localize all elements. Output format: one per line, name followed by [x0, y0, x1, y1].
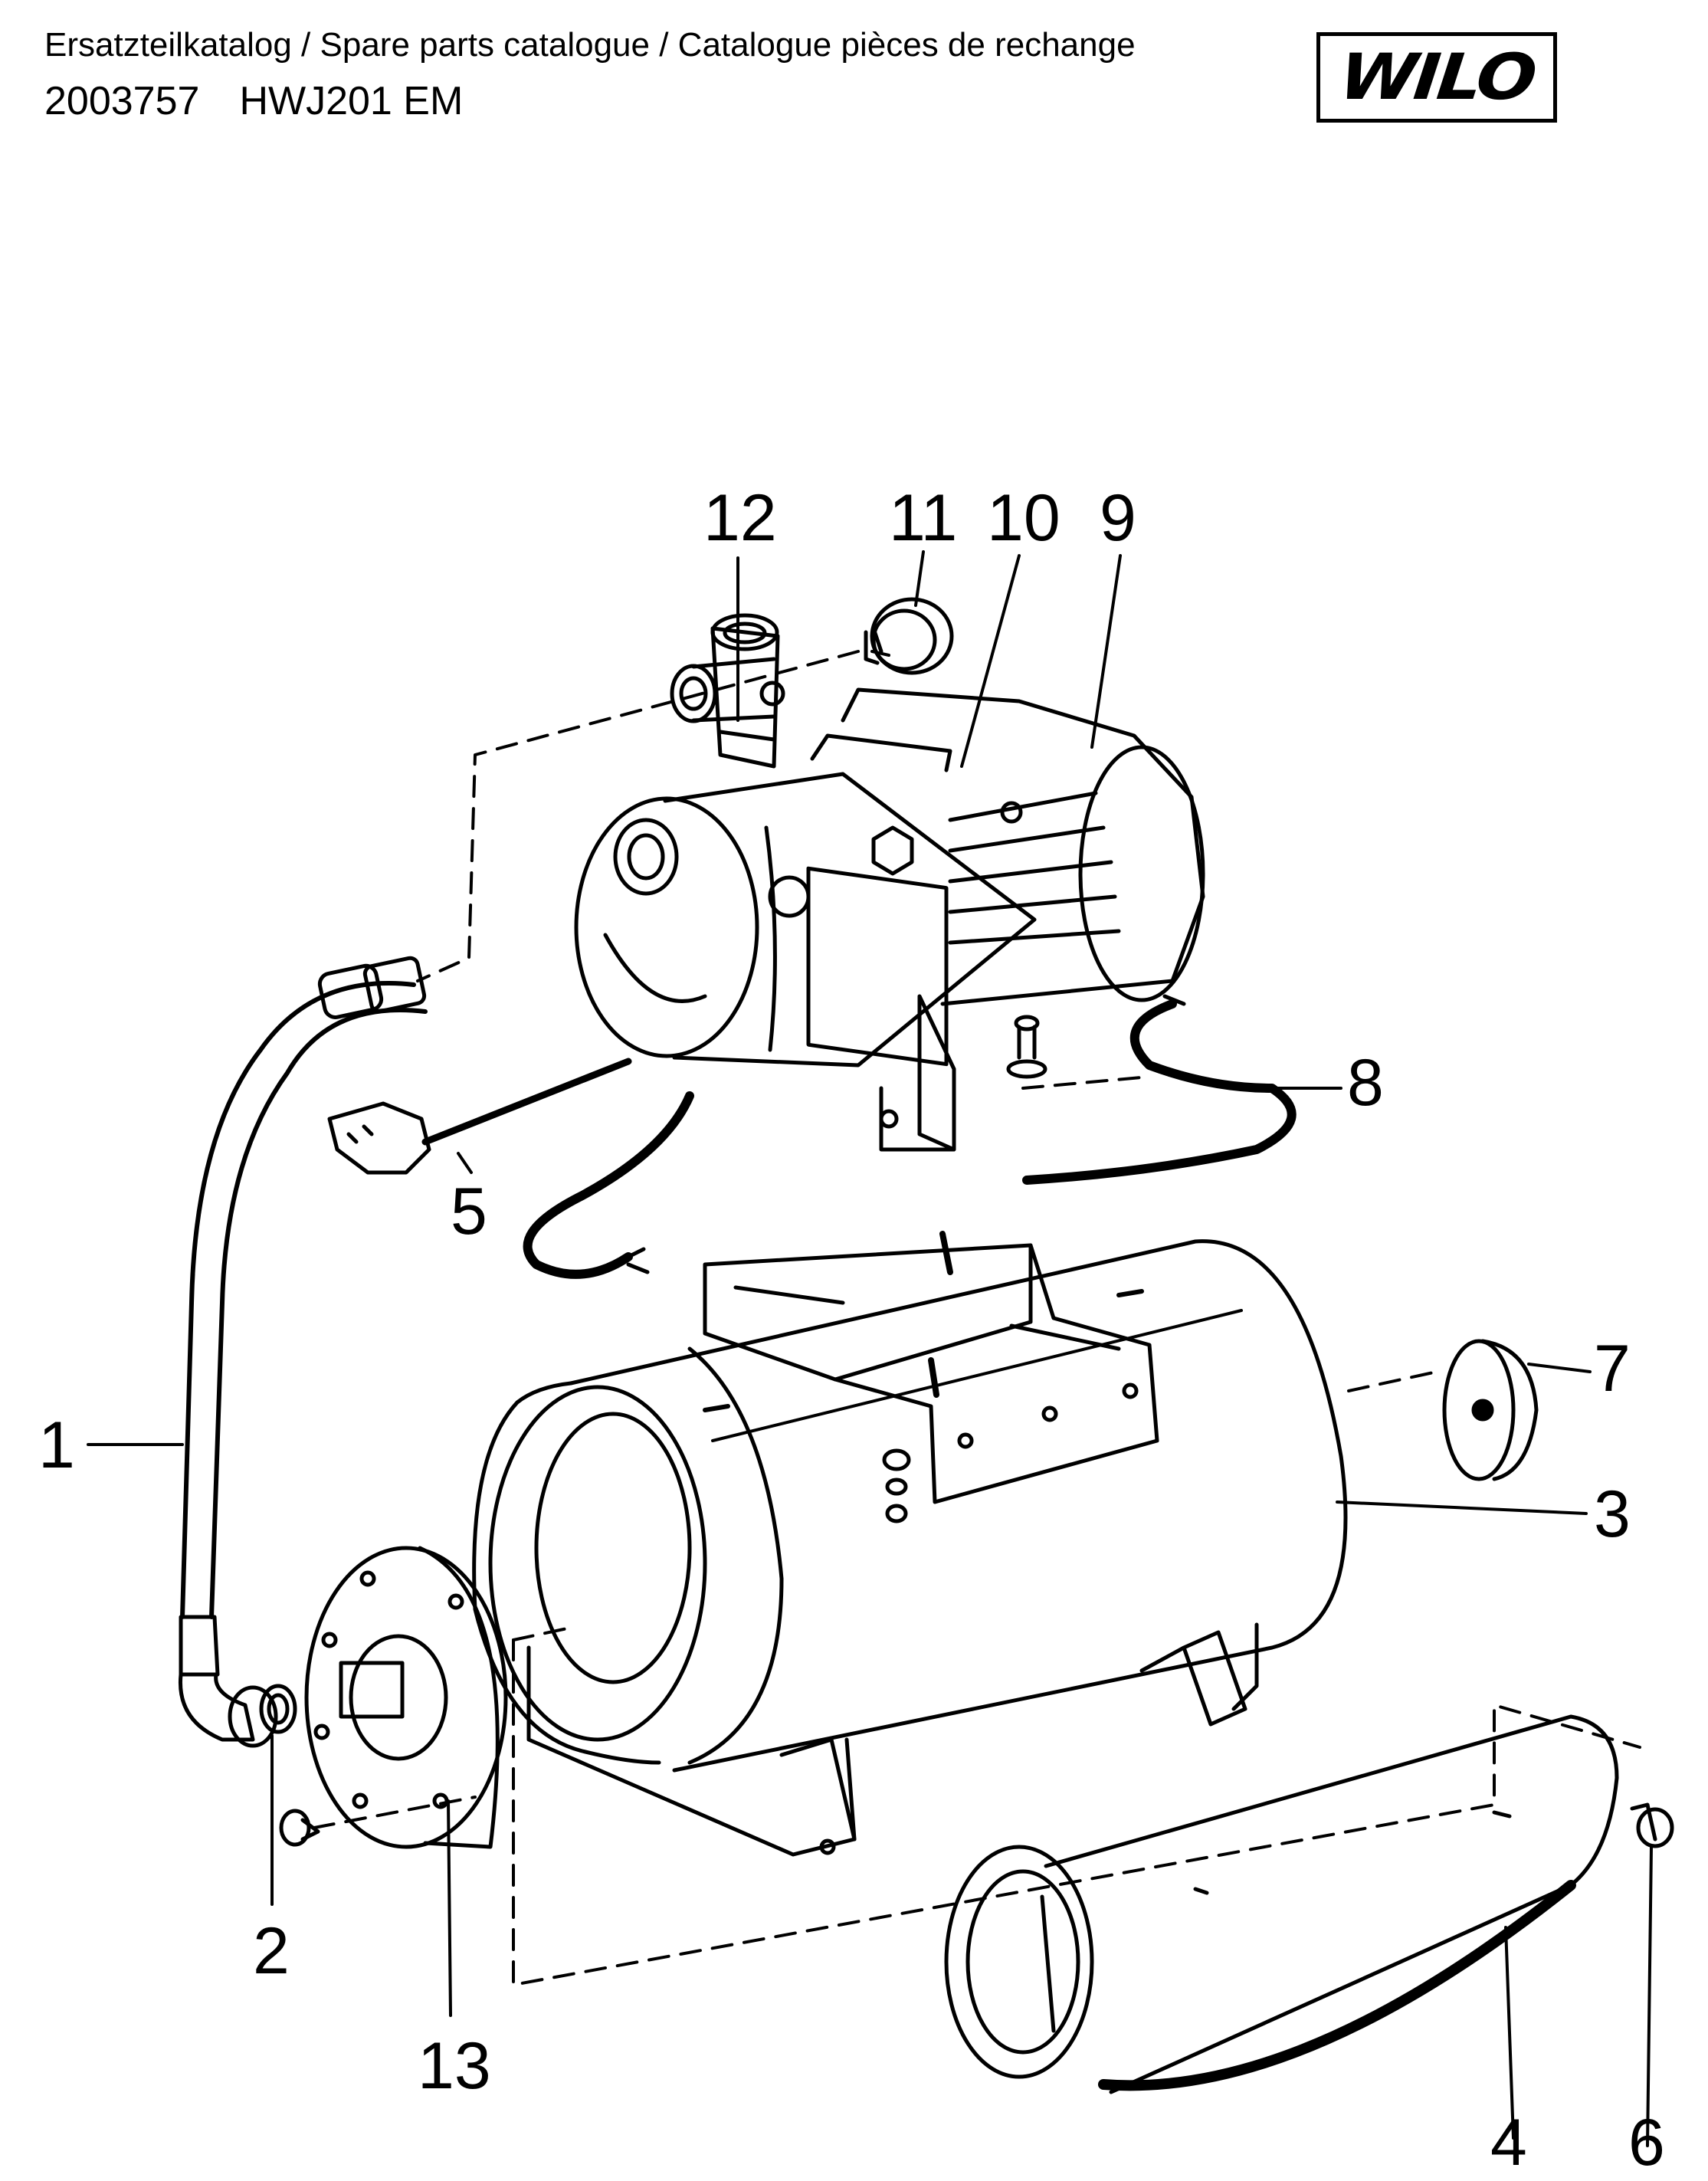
model-name: HWJ201 EM — [239, 79, 464, 123]
part-5-power-cable — [327, 1058, 694, 1279]
wilo-logo: WILO — [1316, 32, 1557, 123]
part-7-end-cap — [1442, 1339, 1539, 1481]
part-11-pressure-gauge — [864, 597, 954, 675]
part-2-seal-ring — [259, 1684, 297, 1734]
label-part-2: 2 — [253, 1914, 290, 1988]
label-part-1: 1 — [38, 1409, 75, 1482]
part-line: 2003757 HWJ201 EM — [44, 78, 463, 124]
label-part-7: 7 — [1594, 1332, 1631, 1405]
label-part-4: 4 — [1490, 2106, 1527, 2179]
label-part-5: 5 — [451, 1175, 487, 1248]
label-part-6: 6 — [1628, 2106, 1665, 2179]
part-4-bladder — [944, 1714, 1619, 2094]
catalogue-title: Ersatzteilkatalog / Spare parts catalogu… — [44, 26, 1136, 64]
label-part-9: 9 — [1100, 481, 1136, 555]
part-number-labels: 12 11 10 9 8 7 5 1 3 2 13 4 6 — [38, 481, 1665, 2179]
label-part-13: 13 — [418, 2029, 491, 2103]
assembly-guide-lines — [313, 650, 1641, 1986]
pump-assembly — [574, 687, 1205, 1152]
part-6-valve — [1630, 1802, 1674, 1848]
label-part-10: 10 — [987, 481, 1061, 555]
part-1-hose — [178, 956, 428, 1748]
flange-screw — [279, 1809, 320, 1847]
mounting-bolt — [1006, 1015, 1047, 1079]
label-part-8: 8 — [1347, 1046, 1384, 1120]
article-number: 2003757 — [44, 79, 200, 123]
leader-lines — [87, 550, 1653, 2147]
part-3-pressure-tank — [472, 1231, 1348, 1857]
part-8-motor-cable — [1022, 994, 1297, 1185]
label-part-3: 3 — [1594, 1478, 1631, 1551]
label-part-11: 11 — [889, 481, 957, 555]
label-part-12: 12 — [703, 481, 777, 555]
part-12-tee-fitting — [670, 613, 785, 769]
